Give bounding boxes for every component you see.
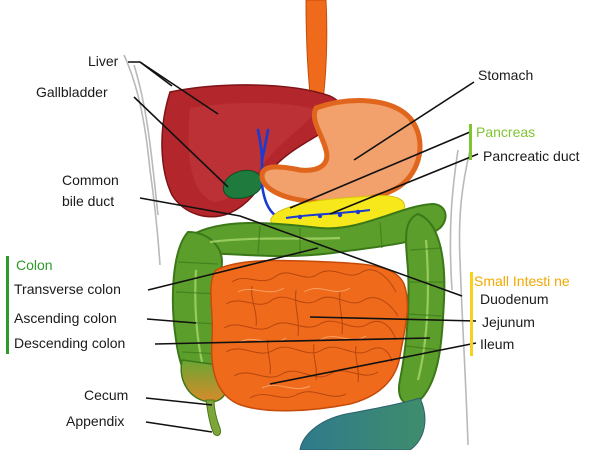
small-intestine-group-bar — [470, 272, 473, 356]
label-colon: Colon — [16, 257, 53, 273]
pancreatic-duct — [285, 209, 371, 219]
gallbladder — [223, 169, 263, 199]
label-ileum: Ileum — [480, 336, 514, 352]
small-intestine — [210, 259, 409, 412]
label-stomach: Stomach — [478, 67, 533, 83]
stomach — [259, 98, 423, 206]
label-transverse-colon: Transverse colon — [14, 281, 121, 297]
label-pancreas: Pancreas — [476, 124, 535, 140]
liver-shade — [188, 102, 318, 202]
label-duodenum: Duodenum — [480, 291, 549, 307]
colon-group-bar — [6, 256, 9, 354]
label-small-intestine: Small Intesti ne — [474, 273, 570, 289]
pancreatic-duct-dots — [297, 209, 361, 220]
label-gallbladder: Gallbladder — [36, 84, 108, 100]
appendix — [205, 399, 221, 437]
label-jejunum: Jejunum — [482, 314, 535, 330]
leader-lines — [128, 61, 479, 433]
label-appendix: Appendix — [66, 413, 124, 429]
label-pancreatic-duct: Pancreatic duct — [483, 148, 580, 164]
pancreas-group-bar — [469, 124, 472, 160]
label-descending-colon: Descending colon — [14, 335, 125, 351]
label-cecum: Cecum — [84, 387, 128, 403]
label-common-bile-duct-line1: Common — [62, 172, 119, 188]
label-ascending-colon: Ascending colon — [14, 310, 117, 326]
label-common-bile-duct-line2: bile duct — [62, 193, 114, 209]
label-liver: Liver — [88, 53, 119, 69]
rectum — [299, 397, 426, 450]
